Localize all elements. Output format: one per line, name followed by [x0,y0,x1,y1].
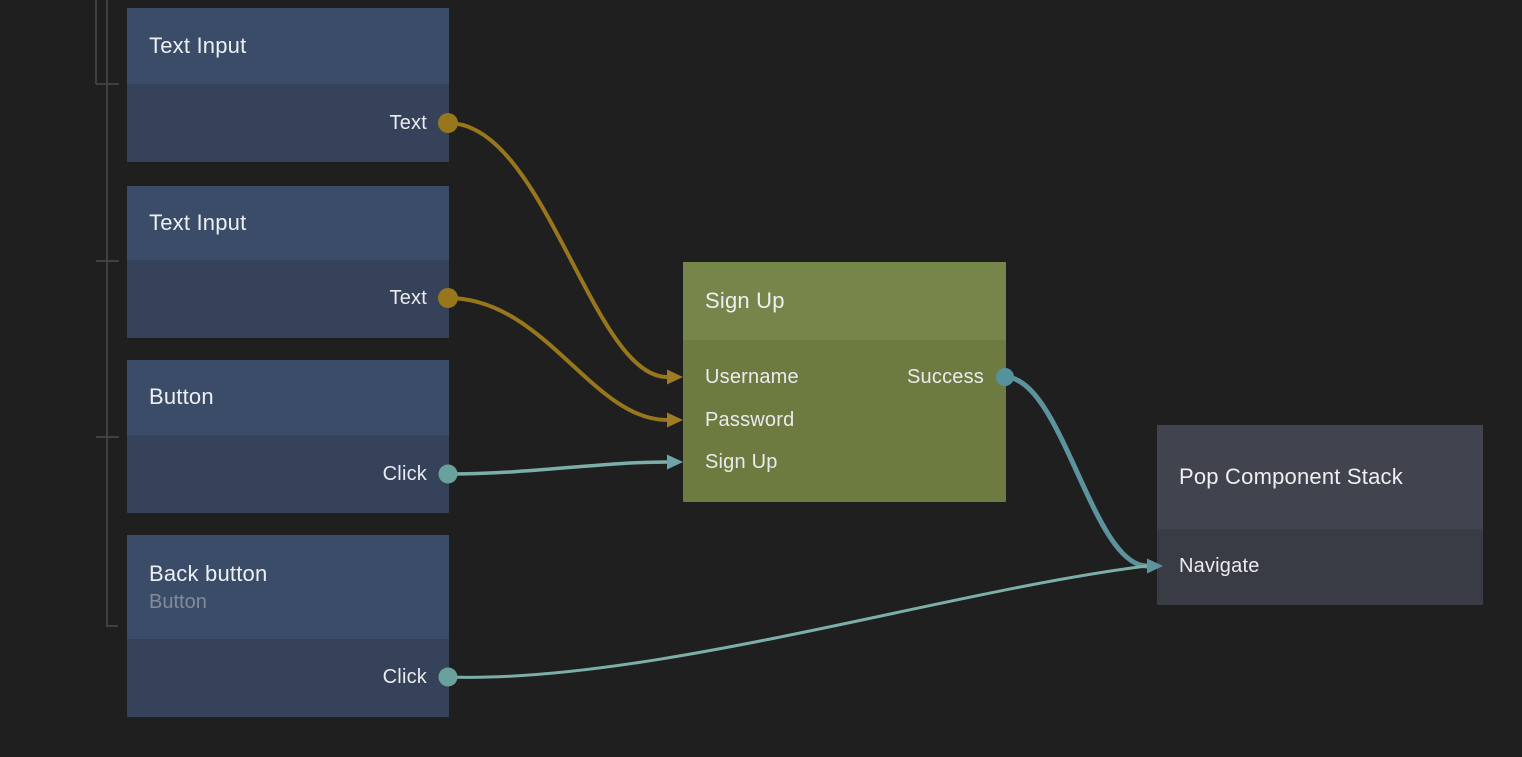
port-label: Sign Up [705,450,778,473]
port-output-text[interactable]: Text [127,108,449,138]
port-output-success[interactable]: Success [683,362,1006,392]
port-label: Success [907,365,984,388]
connection-text-input-1-text-to-sign-up-username[interactable] [447,121,668,379]
port-output-click[interactable]: Click [127,459,449,489]
connection-sign-up-success-to-pop-component-stack-navigate[interactable] [1004,374,1148,569]
port-input-sign-up[interactable]: Sign Up [683,447,1006,477]
node-header[interactable]: Button [127,360,449,435]
node-title: Sign Up [705,287,785,313]
port-output-text[interactable]: Text [127,283,449,313]
port-label: Click [382,462,427,485]
node-header[interactable]: Text Input [127,8,449,84]
port-label: Username [705,365,799,388]
connection-button-click-to-sign-up-sign-up[interactable] [447,460,668,476]
node-header[interactable]: Pop Component Stack [1157,425,1483,529]
port-input-username[interactable]: Username [683,362,1006,392]
port-output-click[interactable]: Click [127,662,449,692]
port-label: Navigate [1179,554,1260,577]
port-input-password[interactable]: Password [683,405,1006,435]
connection-back-button-click-to-pop-component-stack-navigate[interactable] [447,564,1148,679]
hierarchy-line [106,0,118,627]
node-subtitle: Button [149,591,207,614]
port-input-navigate[interactable]: Navigate [1157,551,1483,581]
node-title: Pop Component Stack [1179,463,1403,489]
node-title: Text Input [149,209,247,235]
connection-text-input-2-text-to-sign-up-password[interactable] [447,296,668,422]
port-arrow-username[interactable] [667,369,683,385]
port-arrow-sign-up[interactable] [667,454,683,470]
node-title: Button [149,384,214,410]
node-title: Back button [149,560,268,586]
port-label: Text [389,286,427,309]
port-label: Text [389,111,427,134]
port-label: Password [705,408,795,431]
node-header[interactable]: Text Input [127,186,449,260]
port-arrow-password[interactable] [667,412,683,428]
node-title: Text Input [149,32,247,58]
node-header[interactable]: Sign Up [683,262,1006,340]
port-label: Click [382,665,427,688]
